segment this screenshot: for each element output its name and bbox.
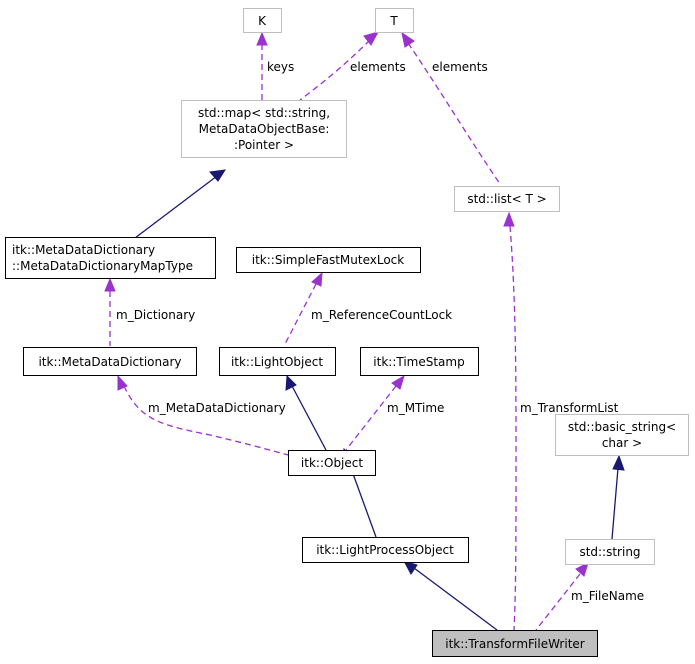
edge-label-m-transform-list: m_TransformList xyxy=(520,401,619,415)
node-object[interactable]: itk::Object xyxy=(288,450,376,476)
arrowhead-string-to-writer xyxy=(575,562,589,577)
node-t-label: T xyxy=(389,14,398,28)
edge-lightobject-to-object xyxy=(291,385,327,451)
edge-mdd-to-object xyxy=(123,385,289,456)
arrowhead-map-to-maptype xyxy=(209,169,226,182)
arrowhead-maptype-to-mdd xyxy=(104,277,116,292)
node-std-list-label: std::list< T > xyxy=(467,192,546,206)
edge-t-to-list xyxy=(407,42,501,185)
edge-map-to-maptype xyxy=(134,175,218,239)
edge-timestamp-to-object xyxy=(345,385,397,451)
arrowhead-lightobject-to-object xyxy=(285,374,297,391)
edge-label-m-mtime: m_MTime xyxy=(387,401,444,415)
edge-list-to-writer xyxy=(509,225,517,631)
node-k-label: K xyxy=(258,14,267,28)
edge-label-m-reference-count-lock: m_ReferenceCountLock xyxy=(311,308,452,322)
edge-basicstring-to-string xyxy=(611,467,619,540)
edge-label-elements-map: elements xyxy=(350,60,406,74)
node-std-map[interactable]: std::map< std::string, MetaDataObjectBas… xyxy=(181,100,347,158)
node-transform-file-writer-label: itk::TransformFileWriter xyxy=(445,637,585,651)
arrowhead-t-to-map xyxy=(363,31,380,46)
edge-label-elements-list: elements xyxy=(432,60,488,74)
arrowhead-list-to-writer xyxy=(503,211,515,227)
edge-mutex-to-lightobject xyxy=(283,283,317,347)
node-mdd-maptype-line1: itk::MetaDataDictionary xyxy=(12,243,155,257)
node-light-process-object-label: itk::LightProcessObject xyxy=(316,543,454,557)
edge-label-m-metadata-dictionary: m_MetaDataDictionary xyxy=(148,401,286,415)
edge-string-to-writer xyxy=(535,573,581,631)
edge-label-m-dictionary: m_Dictionary xyxy=(116,308,195,322)
node-basic-string-line2: char > xyxy=(602,436,642,450)
node-k[interactable]: K xyxy=(243,8,282,33)
arrowhead-k-to-map xyxy=(256,31,268,46)
node-time-stamp[interactable]: itk::TimeStamp xyxy=(360,347,479,376)
nodes: K T std::map< std::string, MetaDataObjec… xyxy=(5,8,689,657)
node-std-map-line2: MetaDataObjectBase: xyxy=(199,122,330,136)
node-std-list[interactable]: std::list< T > xyxy=(454,186,560,212)
node-mdd-maptype[interactable]: itk::MetaDataDictionary ::MetaDataDictio… xyxy=(5,237,216,279)
node-basic-string-line1: std::basic_string< xyxy=(568,420,676,434)
node-mdd-maptype-line2: ::MetaDataDictionaryMapType xyxy=(12,259,193,273)
edge-t-to-map xyxy=(299,39,371,101)
node-light-process-object[interactable]: itk::LightProcessObject xyxy=(302,537,469,563)
node-simple-fast-mutex-lock-label: itk::SimpleFastMutexLock xyxy=(252,253,405,267)
node-t[interactable]: T xyxy=(375,8,414,33)
node-transform-file-writer[interactable]: itk::TransformFileWriter xyxy=(432,630,598,657)
arrowhead-mdd-to-object xyxy=(117,374,128,391)
node-metadata-dictionary[interactable]: itk::MetaDataDictionary xyxy=(23,347,197,376)
node-std-string-label: std::string xyxy=(579,545,640,559)
node-light-object-label: itk::LightObject xyxy=(231,355,323,369)
edge-label-keys: keys xyxy=(267,60,294,74)
edge-label-m-file-name: m_FileName xyxy=(571,589,644,603)
node-simple-fast-mutex-lock[interactable]: itk::SimpleFastMutexLock xyxy=(236,247,421,273)
node-object-label: itk::Object xyxy=(301,456,363,470)
edge-lpo-to-writer xyxy=(413,567,498,631)
node-metadata-dictionary-label: itk::MetaDataDictionary xyxy=(38,355,181,369)
edges: keys elements elements m_Dictionary m_Re… xyxy=(104,31,644,631)
arrowhead-basicstring-to-string xyxy=(612,454,625,471)
node-basic-string[interactable]: std::basic_string< char > xyxy=(555,414,689,456)
arrowhead-t-to-list xyxy=(401,31,415,48)
node-std-string[interactable]: std::string xyxy=(565,539,655,565)
node-light-object[interactable]: itk::LightObject xyxy=(219,347,336,376)
node-std-map-line3: :Pointer > xyxy=(234,138,294,152)
arrowhead-mutex-to-lightobject xyxy=(311,271,323,287)
node-time-stamp-label: itk::TimeStamp xyxy=(373,355,464,369)
node-std-map-line1: std::map< std::string, xyxy=(198,106,330,120)
arrowhead-timestamp-to-object xyxy=(391,374,405,390)
